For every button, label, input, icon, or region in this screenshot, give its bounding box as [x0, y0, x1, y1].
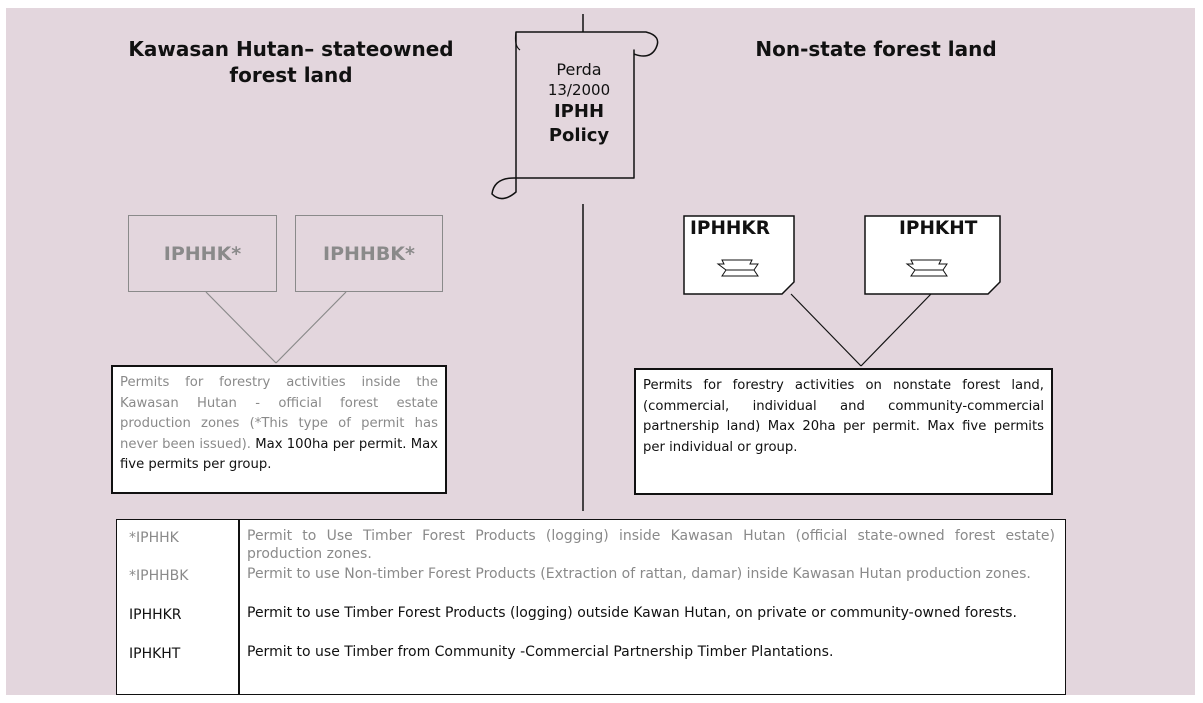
document-permit-shapes	[683, 215, 1001, 295]
legend-definition: Permit to Use Timber Forest Products (lo…	[247, 528, 1055, 562]
policy-line-4: Policy	[548, 125, 610, 146]
legend-divider	[238, 520, 240, 694]
legend-definition: Permit to use Non-timber Forest Products…	[247, 566, 1031, 582]
right-heading: Non-state forest land	[755, 37, 997, 61]
left-description-box: Permits for forestry activities inside t…	[111, 365, 447, 494]
legend-definition: Permit to use Timber from Community -Com…	[247, 644, 834, 660]
policy-text: Perda 13/2000 IPHH Policy	[533, 60, 625, 148]
document-icon-iphhkr	[683, 215, 795, 295]
connector-left-a	[205, 291, 277, 364]
legend-table: *IPHHK Permit to Use Timber Forest Produ…	[116, 519, 1066, 695]
scroll-icon	[491, 31, 659, 200]
legend-code: *IPHHK	[129, 530, 179, 546]
connector-right-a	[790, 293, 862, 367]
right-description-box: Permits for forestry activities on nonst…	[634, 368, 1053, 495]
diagram-canvas: Kawasan Hutan– stateowned forest land No…	[6, 8, 1195, 695]
connector-left-b	[275, 291, 347, 364]
stamp-icon-iphhkr	[716, 259, 759, 277]
policy-line-2: 13/2000	[547, 81, 611, 99]
legend-code: *IPHHBK	[129, 568, 189, 584]
policy-line-3: IPHH	[553, 101, 605, 122]
permit-box-iphhbk: IPHHBK*	[295, 215, 443, 292]
document-icon-iphkht	[864, 215, 1001, 295]
permit-label-iphhk: IPHHK*	[163, 242, 242, 265]
legend-definition: Permit to use Timber Forest Products (lo…	[247, 605, 1017, 621]
permit-label-iphhbk: IPHHBK*	[323, 242, 415, 265]
legend-code: IPHHKR	[129, 607, 182, 623]
left-description-dark: Max 100ha per permit. Max five permits p…	[120, 436, 438, 473]
permit-label-iphkht: IPHKHT	[899, 218, 978, 239]
policy-line-1: Perda	[556, 60, 602, 79]
stamp-icon-iphkht	[905, 259, 948, 277]
permit-label-iphhkr: IPHHKR	[690, 218, 770, 239]
left-heading: Kawasan Hutan– stateowned forest land	[128, 37, 454, 87]
connector-right-b	[860, 293, 932, 367]
legend-code: IPHKHT	[129, 646, 181, 662]
permit-box-iphhk: IPHHK*	[128, 215, 277, 292]
left-description-gray: Permits for forestry activities inside t…	[120, 375, 438, 452]
